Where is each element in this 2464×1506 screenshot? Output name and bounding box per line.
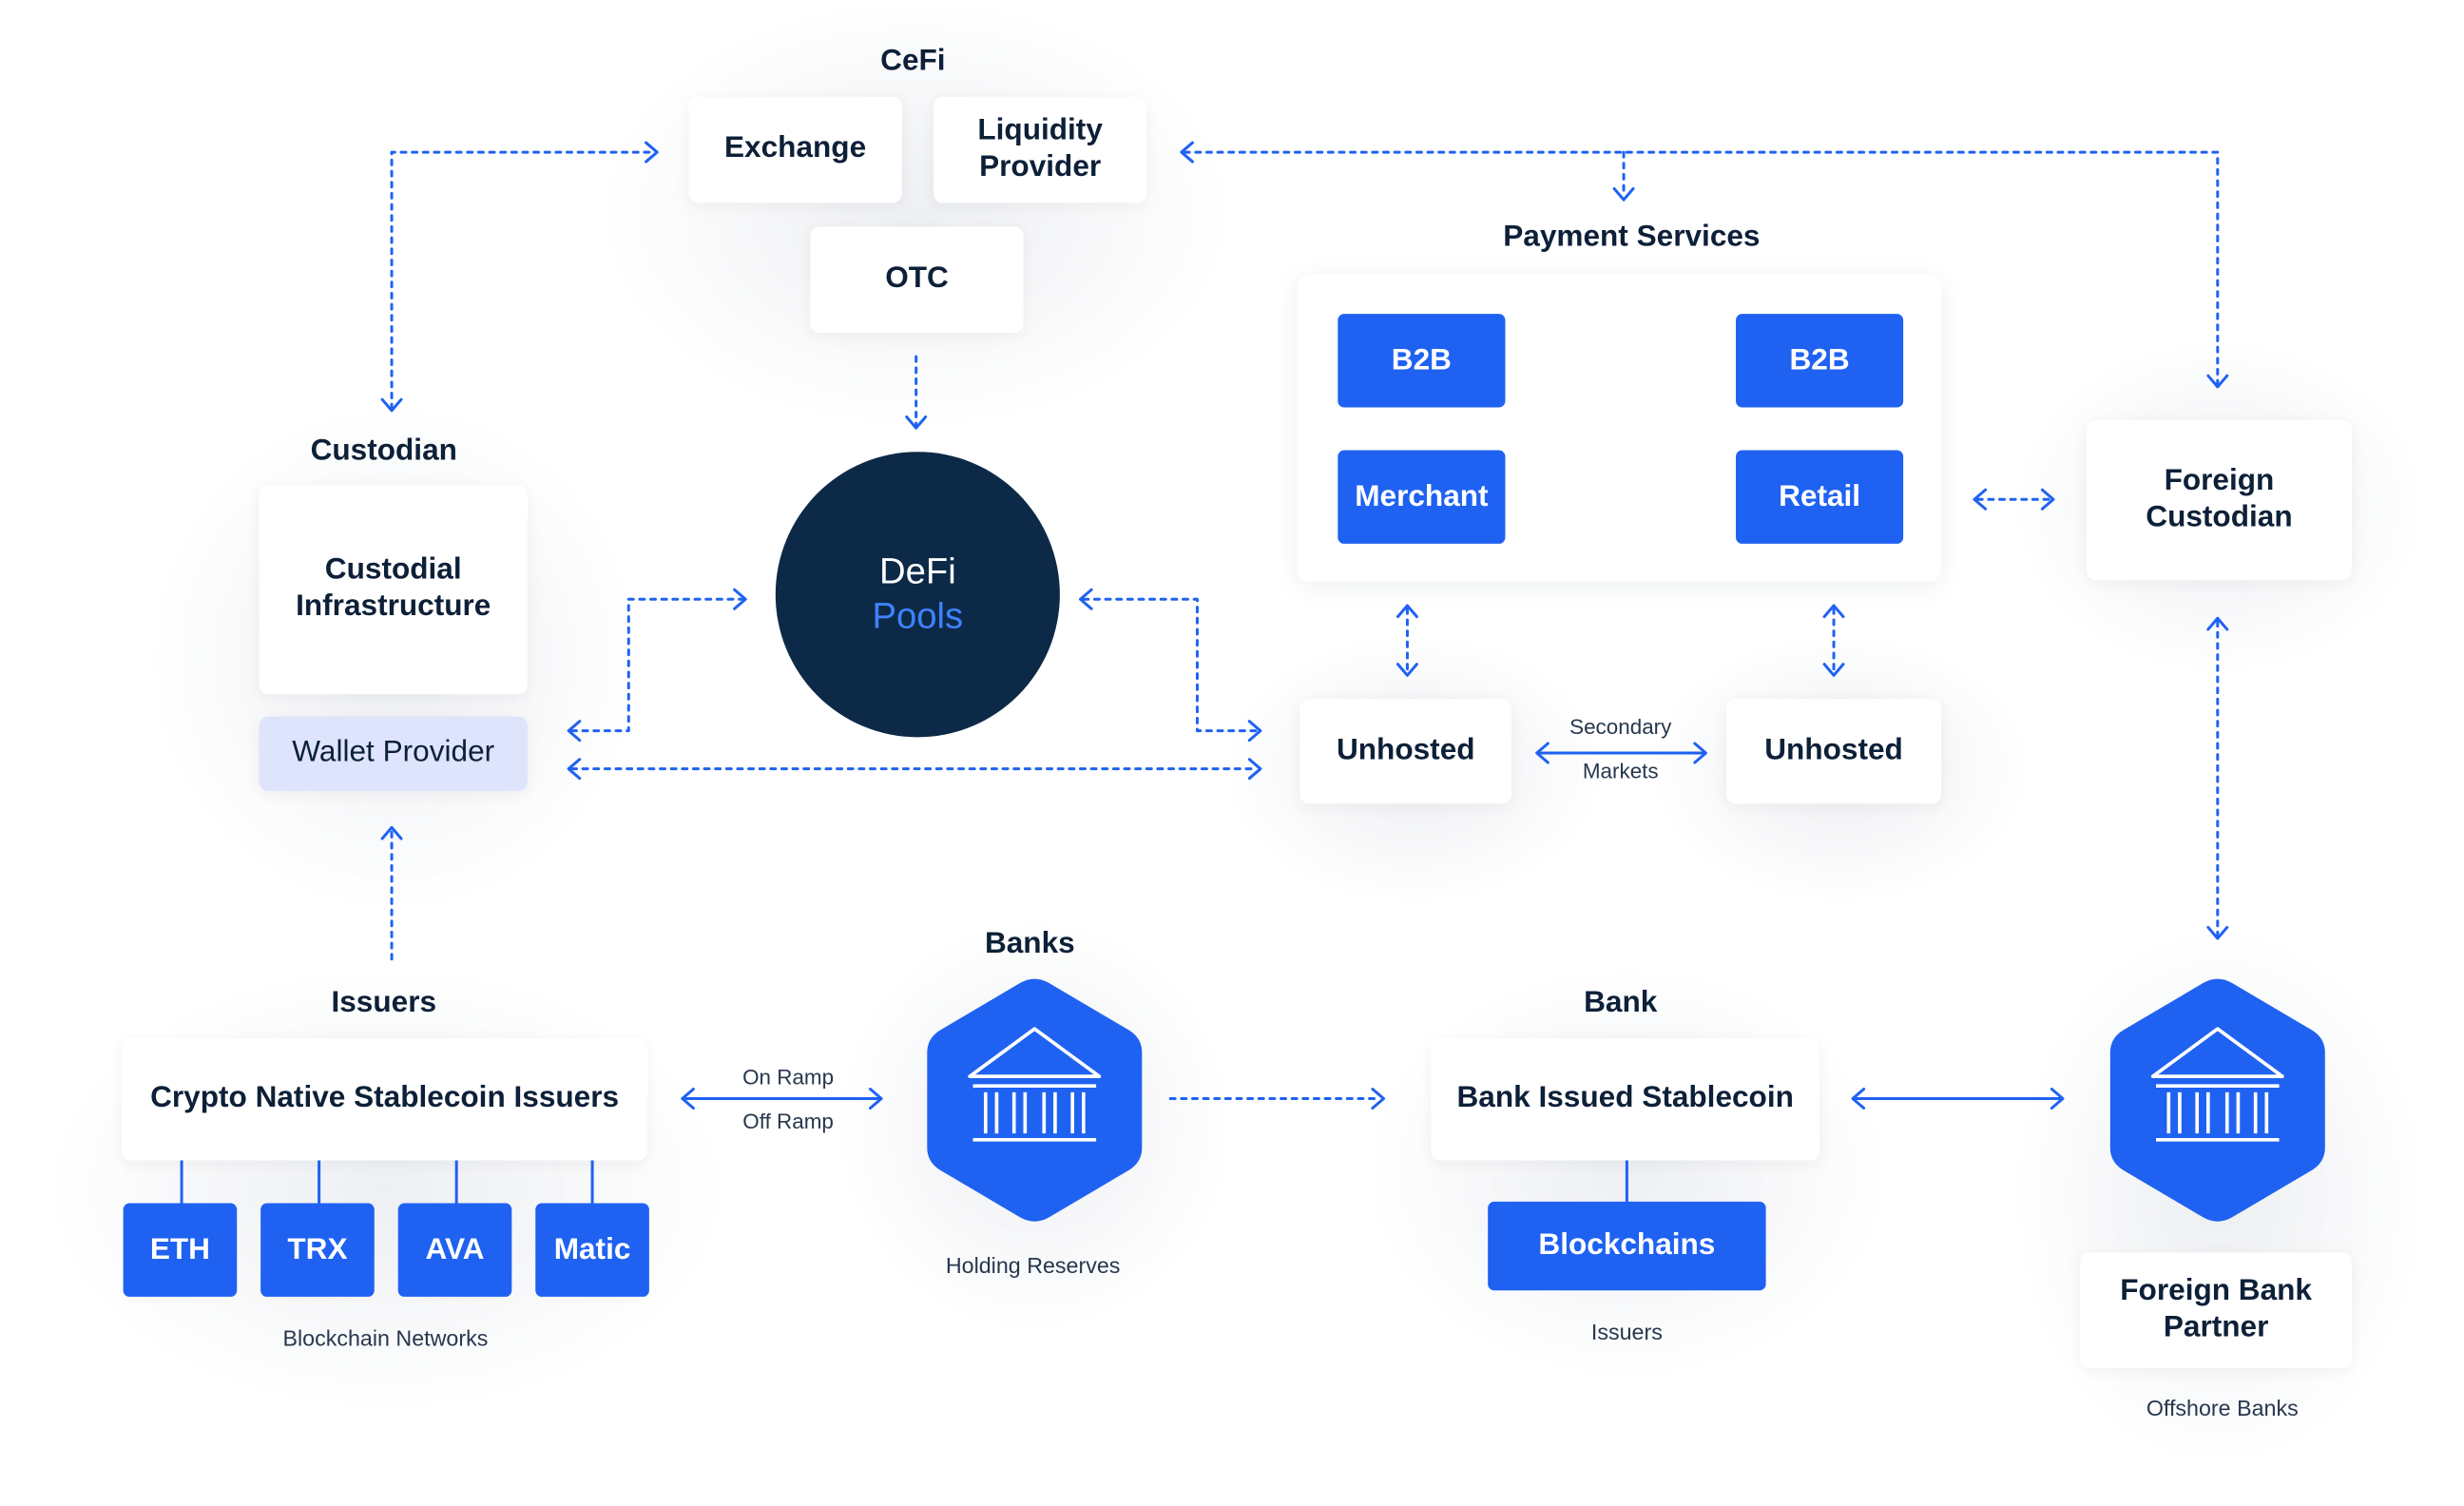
- arrowhead: [1822, 663, 1845, 677]
- wallet-defi-line: [569, 597, 744, 733]
- liquidity-foreign-custodian-line: [1183, 150, 2220, 386]
- secondary-label: Secondary: [1569, 714, 1672, 739]
- exchange-node[interactable]: Exchange: [688, 96, 902, 203]
- arrowhead: [1247, 758, 1262, 781]
- custodian-exchange-line: [390, 150, 656, 411]
- bank-building-icon[interactable]: [926, 978, 1144, 1223]
- off-ramp-label: Off Ramp: [742, 1110, 834, 1134]
- arrowhead: [2040, 488, 2055, 511]
- custodial-infrastructure-node[interactable]: Custodial Infrastructure: [259, 485, 528, 695]
- defi-label: DeFi: [879, 550, 956, 592]
- arrowhead: [681, 1087, 695, 1110]
- liquidity-provider-node[interactable]: Liquidity Provider: [933, 96, 1147, 203]
- offshore-banks-caption: Offshore Banks: [2146, 1395, 2299, 1420]
- arrowhead: [1396, 604, 1418, 619]
- arrowhead: [1973, 488, 1988, 511]
- network-ava[interactable]: AVA: [397, 1203, 512, 1297]
- arrowhead: [1693, 742, 1707, 764]
- arrowhead: [1612, 186, 1635, 202]
- arrowhead: [869, 1087, 883, 1110]
- arrowhead: [1247, 720, 1262, 743]
- markets-label: Markets: [1582, 759, 1659, 783]
- arrowhead: [2206, 925, 2229, 940]
- b2b-left-node[interactable]: B2B: [1338, 314, 1506, 408]
- arrowhead: [905, 415, 928, 430]
- unhosted-left-node[interactable]: Unhosted: [1299, 699, 1512, 804]
- blockchains-node[interactable]: Blockchains: [1488, 1201, 1766, 1291]
- on-ramp-label: On Ramp: [742, 1065, 835, 1090]
- arrowhead: [1822, 604, 1845, 619]
- foreign-custodian-node[interactable]: Foreign Custodian: [2086, 419, 2353, 581]
- arrowhead: [1371, 1087, 1386, 1110]
- arrowhead: [1396, 663, 1418, 677]
- issuers-heading: Issuers: [331, 986, 437, 1020]
- network-matic[interactable]: Matic: [535, 1203, 649, 1297]
- foreign-bank-partner-node[interactable]: Foreign Bank Partner: [2080, 1252, 2353, 1368]
- issuers-caption: Issuers: [1590, 1319, 1663, 1344]
- network-trx[interactable]: TRX: [260, 1203, 375, 1297]
- arrowhead: [1851, 1087, 1866, 1110]
- otc-node[interactable]: OTC: [810, 226, 1024, 334]
- defi-pools-node[interactable]: DeFi Pools: [775, 452, 1060, 738]
- arrowhead: [645, 141, 659, 164]
- arrowhead: [380, 825, 403, 840]
- custodian-heading: Custodian: [310, 434, 457, 468]
- retail-node[interactable]: Retail: [1736, 450, 1904, 544]
- network-eth[interactable]: ETH: [123, 1203, 238, 1297]
- banks-heading: Banks: [984, 927, 1075, 961]
- wallet-provider-node[interactable]: Wallet Provider: [259, 716, 528, 792]
- arrowhead: [1078, 588, 1093, 610]
- foreign-bank-building-icon[interactable]: [2108, 978, 2326, 1223]
- cefi-heading: CeFi: [880, 44, 946, 78]
- arrowhead: [2206, 616, 2229, 631]
- merchant-node[interactable]: Merchant: [1338, 450, 1506, 544]
- payment-services-heading: Payment Services: [1503, 220, 1761, 254]
- arrowhead: [567, 758, 582, 781]
- holding-reserves-caption: Holding Reserves: [945, 1252, 1121, 1278]
- arrowhead: [567, 720, 582, 743]
- bank-heading: Bank: [1584, 986, 1658, 1020]
- crypto-native-issuers-node[interactable]: Crypto Native Stablecoin Issuers: [121, 1038, 648, 1161]
- arrowhead: [1180, 141, 1194, 164]
- arrowhead: [2206, 374, 2229, 389]
- blockchain-networks-caption: Blockchain Networks: [282, 1324, 489, 1351]
- arrowhead: [2050, 1087, 2065, 1110]
- arrowhead: [1535, 742, 1550, 764]
- b2b-right-node[interactable]: B2B: [1736, 314, 1904, 408]
- arrowhead: [733, 588, 747, 610]
- defi-unhosted-line: [1082, 597, 1260, 733]
- arrowhead: [380, 397, 403, 413]
- unhosted-right-node[interactable]: Unhosted: [1726, 699, 1942, 804]
- pools-label: Pools: [872, 594, 964, 636]
- bank-issued-stablecoin-node[interactable]: Bank Issued Stablecoin: [1431, 1038, 1820, 1161]
